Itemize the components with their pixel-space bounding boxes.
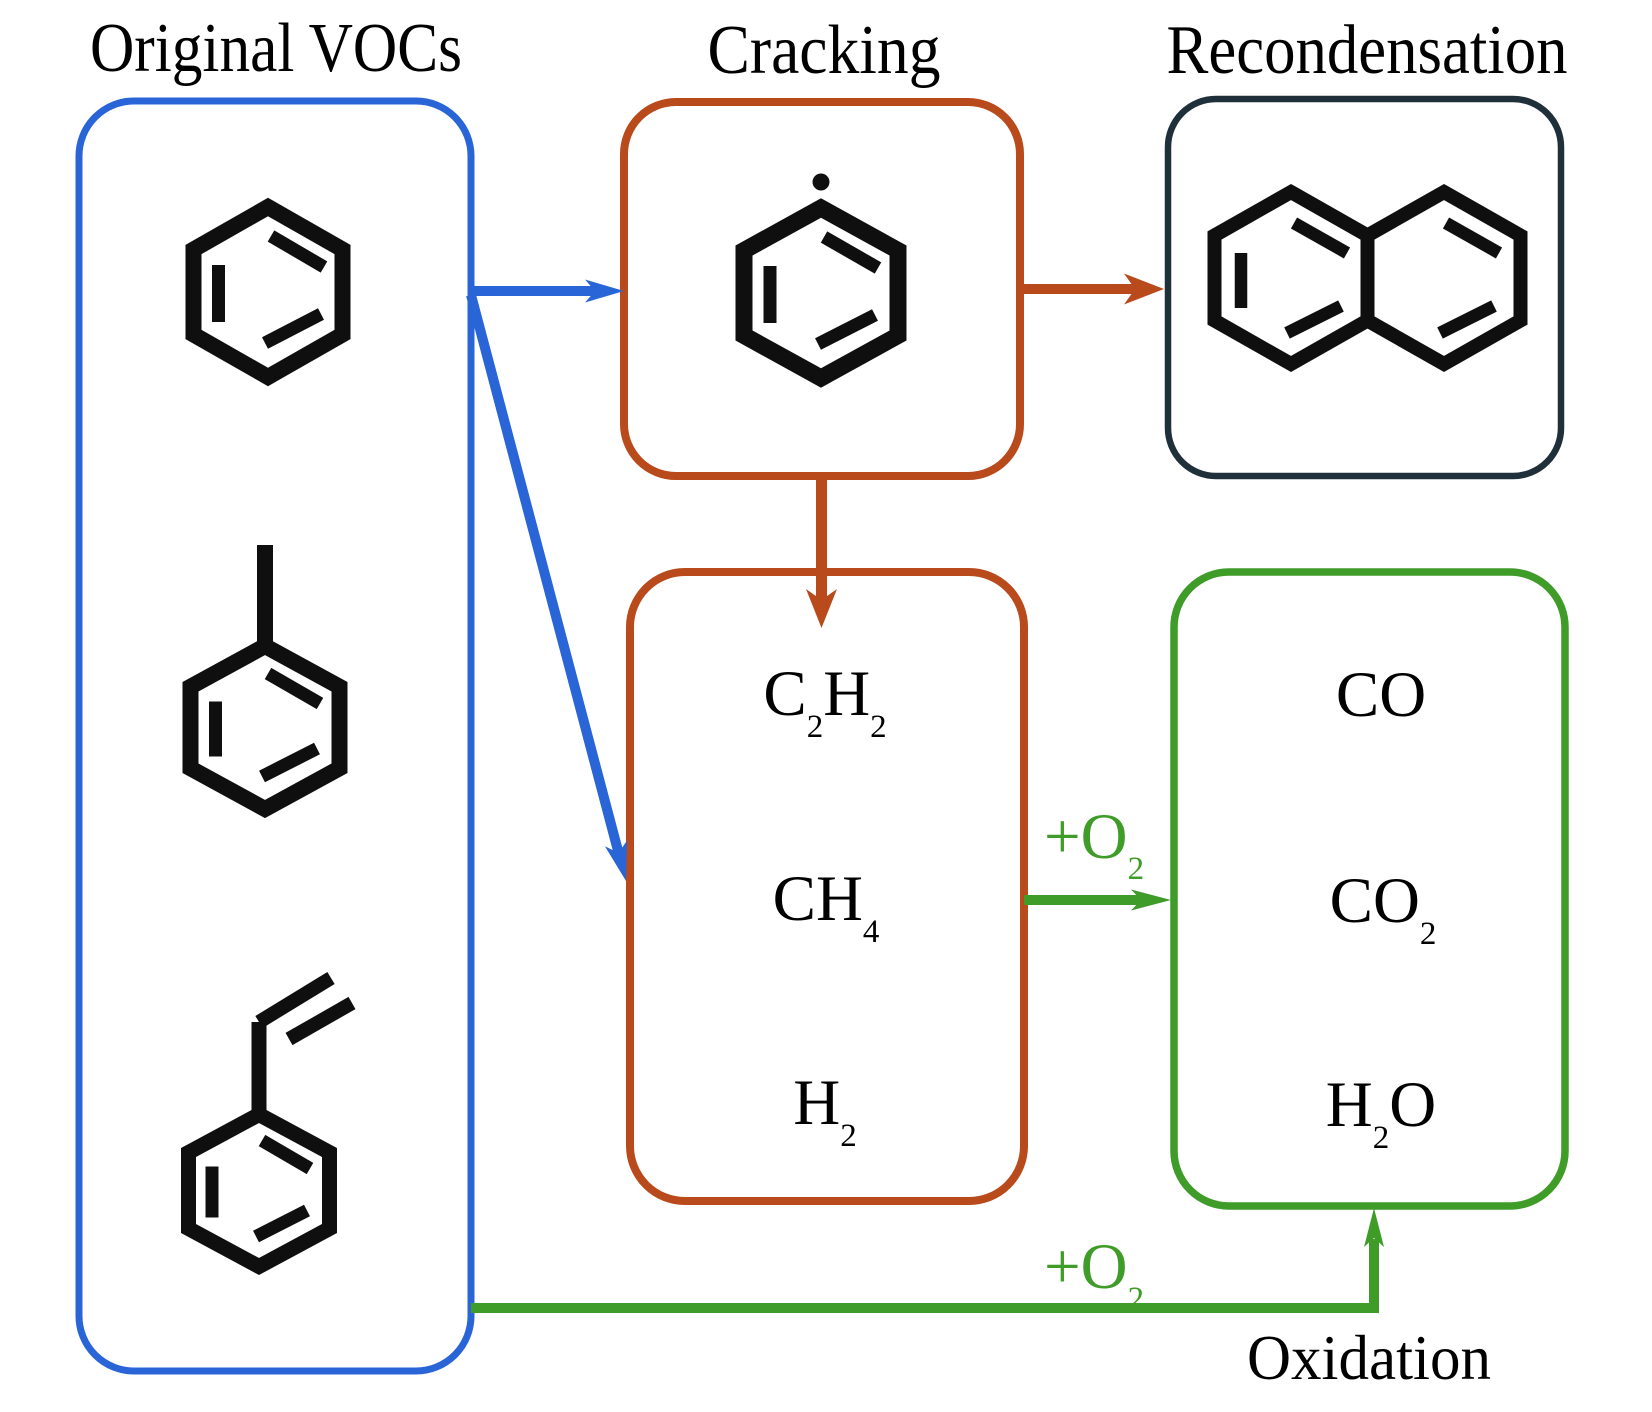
- svg-text:+O2: +O2: [1044, 1231, 1144, 1317]
- svg-text:Cracking: Cracking: [708, 12, 941, 89]
- svg-text:Recondensation: Recondensation: [1167, 12, 1568, 89]
- svg-text:CO: CO: [1336, 659, 1426, 731]
- svg-text:Original VOCs: Original VOCs: [90, 10, 462, 87]
- svg-text:Oxidation: Oxidation: [1247, 1323, 1491, 1393]
- svg-text:+O2: +O2: [1044, 801, 1144, 887]
